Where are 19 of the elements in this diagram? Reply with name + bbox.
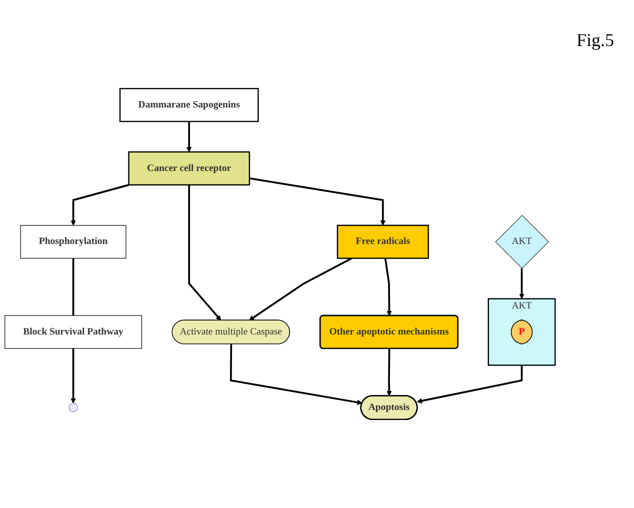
node-box: Block Survival Pathway [4, 315, 142, 349]
arrow [186, 121, 192, 152]
node-box: Dammarane Sapogenins [119, 88, 259, 122]
connector [72, 258, 74, 316]
arrow [249, 177, 386, 226]
node-box: Free radicals [336, 224, 429, 259]
arrow [519, 268, 524, 299]
arrow [230, 344, 362, 405]
arrow [70, 348, 76, 404]
node-box: Phosphorylation [20, 225, 126, 259]
arrow [384, 258, 392, 316]
node-diamond: AKT [495, 214, 549, 269]
arrow [416, 365, 523, 404]
arrow [70, 184, 130, 226]
figure-label: Fig.5 [576, 30, 614, 51]
arrow [248, 257, 352, 321]
node-box: Cancer cell receptor [128, 151, 250, 186]
arrow [386, 348, 392, 396]
arrow [188, 184, 222, 321]
